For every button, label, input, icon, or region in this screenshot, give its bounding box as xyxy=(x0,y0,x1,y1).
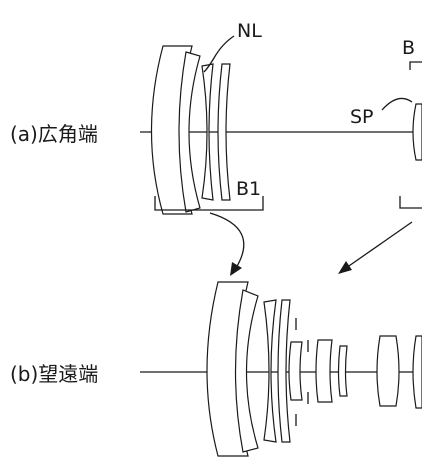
nl-label: NL xyxy=(237,20,262,42)
lens-tele-4 xyxy=(277,299,291,443)
lens-tele-8 xyxy=(376,335,400,407)
lens-tele-rear-partial xyxy=(412,335,422,409)
move-arrow-left xyxy=(209,212,245,269)
b1-bracket xyxy=(154,196,264,211)
wide-end-label: (a)広角端 xyxy=(10,122,98,146)
lens-wide-nl xyxy=(201,63,214,201)
wide-angle-group: NL B1 xyxy=(140,20,422,276)
move-arrow-right-head xyxy=(338,261,352,274)
lens-tele-6 xyxy=(315,339,333,403)
move-arrow-right xyxy=(345,221,413,269)
telephoto-group xyxy=(140,281,422,457)
b1-label: B1 xyxy=(236,178,261,200)
b-bracket-top xyxy=(409,61,422,70)
lens-wide-rear-partial xyxy=(412,103,422,161)
lens-tele-7 xyxy=(337,345,348,397)
sp-leader xyxy=(381,97,413,111)
b-bracket-bottom xyxy=(399,196,422,209)
move-arrow-left-head xyxy=(230,262,242,276)
lens-tele-3 xyxy=(263,299,277,443)
lens-wide-2 xyxy=(178,51,201,213)
lens-tele-2 xyxy=(234,289,259,453)
b-partial-label: B xyxy=(402,37,415,59)
nl-leader xyxy=(203,35,235,73)
lens-tele-5 xyxy=(288,341,303,401)
sp-label: SP xyxy=(350,106,374,128)
right-group-wide: B SP xyxy=(338,37,422,274)
lens-wide-4 xyxy=(217,63,231,201)
tele-end-label: (b)望遠端 xyxy=(10,362,98,386)
